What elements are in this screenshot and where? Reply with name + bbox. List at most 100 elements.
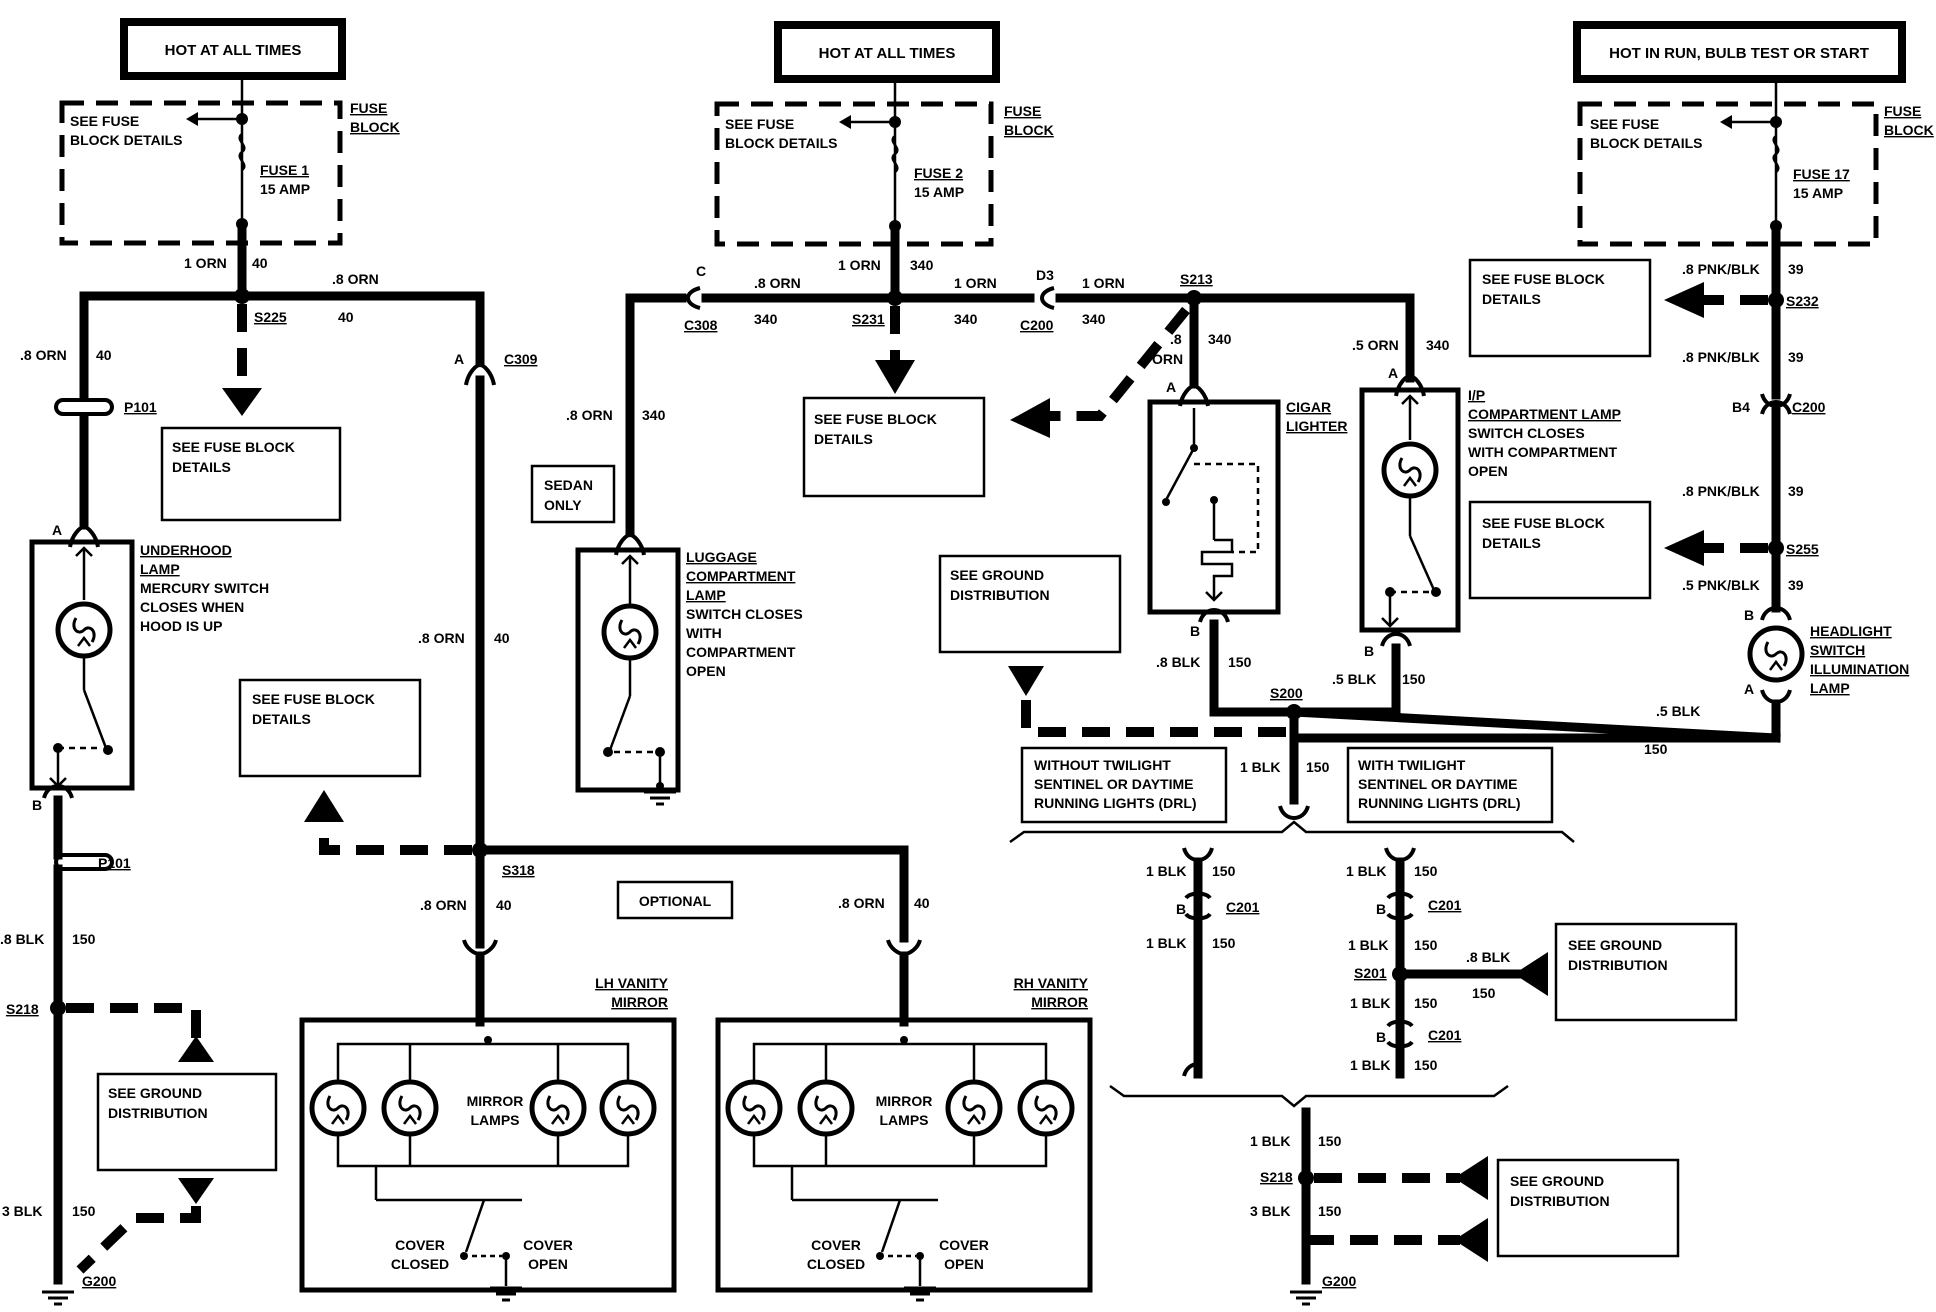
- without-drl-branch: 1 BLK 150 B C201 1 BLK 150: [1146, 847, 1260, 1079]
- fuse-name: FUSE 17: [1793, 166, 1850, 182]
- pin-label: B: [1744, 607, 1754, 623]
- component-label: LAMPS: [471, 1112, 520, 1128]
- wire-circuit: 39: [1788, 483, 1804, 499]
- pin-label: C: [696, 263, 706, 279]
- underhood-lamp-box: [29, 539, 135, 791]
- component-label: LAMP: [140, 561, 180, 577]
- cigar-lighter: CIGAR LIGHTER A B .8 BLK 150: [1147, 379, 1347, 717]
- component-label: CLOSED: [807, 1256, 865, 1272]
- bulb-icon: [1384, 444, 1436, 496]
- component-label: SWITCH CLOSES: [1468, 425, 1585, 441]
- fuse-name: FUSE 1: [260, 162, 309, 178]
- component-label: COVER: [523, 1237, 573, 1253]
- ref-text: DISTRIBUTION: [108, 1105, 208, 1121]
- wire-label: .8 PNK/BLK: [1682, 483, 1760, 499]
- pin-label: D3: [1036, 267, 1054, 283]
- arrow-up-icon: [178, 1036, 214, 1062]
- wire-label: .8 BLK: [1156, 654, 1200, 670]
- ref-text: SEE GROUND: [1510, 1173, 1604, 1189]
- see-fuse-text: SEE FUSE: [725, 116, 794, 132]
- component-label: MIRROR: [611, 994, 668, 1010]
- component-label: MIRROR: [467, 1093, 524, 1109]
- wire-label: 1 BLK: [1350, 995, 1390, 1011]
- see-fuse-text: BLOCK DETAILS: [1590, 135, 1703, 151]
- bulb-icon: [58, 604, 110, 656]
- ground-label: G200: [1322, 1273, 1356, 1289]
- ref-text: SEE FUSE BLOCK: [1482, 515, 1605, 531]
- wire-circuit: 39: [1788, 349, 1804, 365]
- component-label: COMPARTMENT: [686, 644, 796, 660]
- power-label-3: HOT IN RUN, BULB TEST OR START: [1609, 45, 1869, 62]
- component-label: MIRROR: [876, 1093, 933, 1109]
- component-label: CIGAR: [1286, 399, 1331, 415]
- arrow-down-icon: [875, 360, 915, 394]
- optional-note: OPTIONAL: [616, 880, 734, 920]
- ground-label: G200: [82, 1273, 116, 1289]
- optional-text: OPTIONAL: [639, 893, 712, 909]
- option-bracket: [1009, 820, 1575, 844]
- pin-label: A: [1744, 681, 1754, 697]
- wire-label: 1 ORN: [954, 275, 997, 291]
- wire-circuit: 150: [1318, 1133, 1342, 1149]
- note-text: WITH TWILIGHT: [1358, 757, 1466, 773]
- connector-label: P101: [98, 855, 131, 871]
- arrow-left-icon: [1514, 952, 1548, 996]
- with-drl-branch: 1 BLK 150 B C201 1 BLK 150 S201 .8 BLK 1…: [1346, 847, 1548, 1079]
- wire-label: .8 BLK: [0, 931, 44, 947]
- ref-text: SEE GROUND: [108, 1085, 202, 1101]
- wire-circuit: 340: [910, 257, 934, 273]
- note-text: ONLY: [544, 497, 582, 513]
- see-fuse-text: SEE FUSE: [70, 113, 139, 129]
- bulb-icon: [800, 1082, 852, 1134]
- wire-circuit: 150: [1318, 1203, 1342, 1219]
- see-fuse-details-1: SEE FUSE BLOCK DETAILS: [160, 426, 342, 522]
- wire-label: .5 ORN: [1352, 337, 1399, 353]
- component-label: COMPARTMENT: [686, 568, 796, 584]
- note-text: WITHOUT TWILIGHT: [1034, 757, 1171, 773]
- ref-text: DISTRIBUTION: [1568, 957, 1668, 973]
- see-fuse-text: SEE FUSE: [1590, 116, 1659, 132]
- wire-label: .8 ORN: [566, 407, 613, 423]
- arrow-left-icon: [1664, 530, 1704, 566]
- with-drl-note: WITH TWILIGHT SENTINEL OR DAYTIME RUNNIN…: [1346, 746, 1554, 824]
- ref-text: DETAILS: [814, 431, 873, 447]
- fuse-block-label: BLOCK: [350, 119, 400, 135]
- component-label: COVER: [395, 1237, 445, 1253]
- wire-label: 1 BLK: [1350, 1057, 1390, 1073]
- arrow-up-icon: [304, 790, 344, 822]
- component-label: COVER: [811, 1237, 861, 1253]
- vanity-mirror-branch: S318 .8 ORN 40 .8 ORN 40: [304, 790, 930, 1027]
- component-label: CLOSED: [391, 1256, 449, 1272]
- arrow-down-icon: [1008, 666, 1044, 696]
- ground-bus-s200: S200 .5 BLK 150 1 BLK 150: [1008, 666, 1781, 821]
- component-label: SWITCH: [1810, 642, 1865, 658]
- component-label: LAMP: [1810, 680, 1850, 696]
- see-fuse-text: BLOCK DETAILS: [725, 135, 838, 151]
- fuse-amp: 15 AMP: [260, 181, 310, 197]
- splice-label: S218: [1260, 1169, 1293, 1185]
- wire-label: 1 BLK: [1146, 935, 1186, 951]
- left-circuit: P101 P101 A B UNDERHOOD LAMP MERCURY SWI…: [0, 225, 538, 1306]
- pin-label: B: [1190, 623, 1200, 639]
- note-text: SENTINEL OR DAYTIME: [1034, 776, 1193, 792]
- wire-label: .8 ORN: [418, 630, 465, 646]
- fuse-block-label: FUSE: [1004, 103, 1041, 119]
- see-ground-distribution-1: SEE GROUND DISTRIBUTION: [96, 1072, 278, 1172]
- fuse-block-label: BLOCK: [1004, 122, 1054, 138]
- wire-label: 1 ORN: [1082, 275, 1125, 291]
- arrow-down-icon: [178, 1178, 214, 1204]
- lh-vanity-mirror: LH VANITY MIRROR MIRROR LAMPS COVER CLOS…: [299, 975, 677, 1302]
- splice-label: S231: [852, 311, 885, 327]
- pin-label: A: [1388, 365, 1398, 381]
- component-label: OPEN: [528, 1256, 568, 1272]
- arrow-down-icon: [222, 388, 262, 416]
- wire-circuit: 150: [1472, 985, 1496, 1001]
- see-ground-distribution-3: SEE GROUND DISTRIBUTION: [1554, 922, 1738, 1022]
- component-label: HEADLIGHT: [1810, 623, 1892, 639]
- wire-label: .8 BLK: [1466, 949, 1510, 965]
- p101-connector: [54, 853, 114, 871]
- component-label: CLOSES WHEN: [140, 599, 244, 615]
- wire-circuit: 150: [1644, 741, 1668, 757]
- wire-label: .8 PNK/BLK: [1682, 261, 1760, 277]
